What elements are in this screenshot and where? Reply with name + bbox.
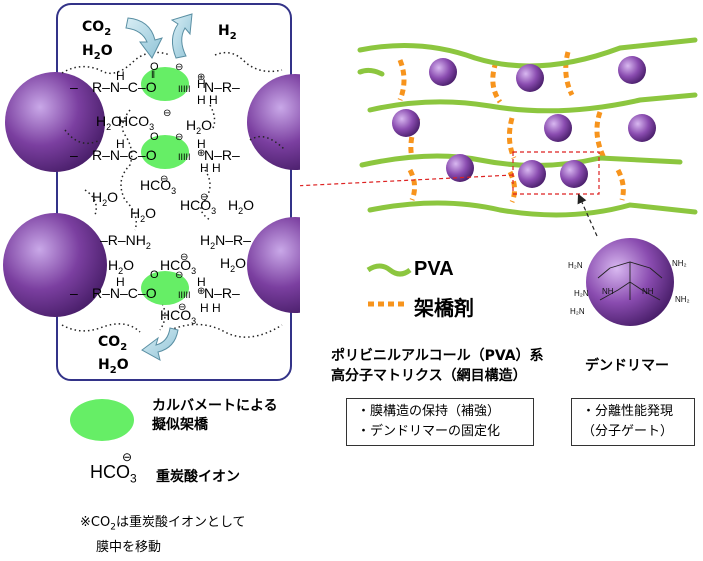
dendrimer-role-box: ・分離性能発現 （分子ゲート） — [571, 398, 695, 446]
svg-text:NH₂: NH₂ — [675, 295, 690, 304]
svg-text:⊖: ⊖ — [163, 108, 171, 119]
svg-text:H₂N: H₂N — [574, 289, 589, 298]
svg-text:⊕: ⊕ — [197, 148, 205, 159]
svg-text:H: H — [116, 69, 125, 83]
svg-text:R–N–C–O: R–N–C–O — [92, 79, 157, 95]
svg-text:⊖: ⊖ — [175, 62, 183, 73]
carbamate-ellipse-2 — [141, 135, 189, 169]
carbamate-ellipse-1 — [141, 67, 189, 101]
svg-text:–: – — [70, 79, 78, 95]
co2-out-label: CO2 — [98, 334, 128, 353]
svg-text:H2O: H2O — [186, 117, 212, 136]
dendrimer-molecule: H₂N NH₂ H₂N NH₂ H₂N NH NH — [568, 238, 690, 326]
co2-inflow-arrow — [125, 17, 163, 59]
svg-text:H2O: H2O — [130, 205, 156, 224]
svg-text:O: O — [150, 61, 159, 73]
carbamate-legend-icon — [70, 399, 134, 441]
svg-text:H H: H H — [200, 301, 221, 315]
svg-text:O: O — [150, 269, 159, 281]
svg-text:N–R–: N–R– — [204, 147, 240, 163]
svg-text:H2O: H2O — [108, 257, 134, 276]
svg-text:H2N–R–: H2N–R– — [200, 232, 251, 251]
svg-text:⊖: ⊖ — [160, 174, 168, 185]
pva-legend-label: PVA — [414, 258, 454, 280]
sphere-right-top — [247, 74, 300, 170]
pva-legend-line — [366, 263, 412, 277]
svg-text:H₂N: H₂N — [570, 307, 585, 316]
svg-text:IIIII: IIIII — [178, 290, 191, 300]
h2-label: H2 — [218, 23, 237, 42]
h2-outflow-arrow — [170, 13, 193, 59]
svg-text:NH: NH — [642, 287, 654, 296]
svg-text:H2O: H2O — [220, 255, 246, 274]
svg-text:–R–NH2: –R–NH2 — [100, 232, 151, 251]
svg-text:H2O: H2O — [96, 113, 122, 132]
svg-text:H2O: H2O — [228, 197, 254, 216]
co2-outflow-arrow — [141, 327, 179, 361]
svg-text:R–N–C–O: R–N–C–O — [92, 147, 157, 163]
svg-text:⊖: ⊖ — [178, 302, 186, 313]
svg-text:HCO3: HCO3 — [118, 113, 154, 132]
svg-text:⊖: ⊖ — [175, 132, 183, 143]
panel-border — [56, 3, 292, 381]
red-pointer-arrow — [300, 174, 514, 187]
bicarbonate-label: 重炭酸イオン — [156, 469, 240, 485]
co2-transport-note: ※CO2は重炭酸イオンとして 膜中を移動 — [80, 515, 246, 555]
highlight-box — [512, 151, 600, 195]
svg-text:H: H — [197, 275, 206, 289]
svg-text:N–R–: N–R– — [204, 79, 240, 95]
matrix-role-box: ・膜構造の保持（補強） ・デンドリマーの固定化 — [346, 398, 534, 446]
svg-text:H2O: H2O — [92, 189, 118, 208]
svg-text:–: – — [70, 285, 78, 301]
dendrimer-pointer-arrow — [577, 193, 598, 237]
carbamate-legend-label: カルバメートによる 擬似架橋 — [152, 398, 278, 433]
svg-text:O: O — [150, 131, 159, 143]
dendrimer-spheres — [392, 56, 656, 188]
svg-text:NH₂: NH₂ — [672, 259, 687, 268]
svg-text:N–R–: N–R– — [204, 285, 240, 301]
svg-text:HCO3: HCO3 — [160, 257, 196, 276]
crosslinker-legend-label: 架橋剤 — [414, 296, 474, 320]
co2-in-label: CO2 — [82, 19, 112, 38]
network-diagram: H₂N NH₂ H₂N NH₂ H₂N NH NH — [300, 37, 698, 326]
sphere-left-top — [5, 72, 105, 172]
carbamate-ellipse-3 — [141, 271, 189, 305]
svg-text:IIIII: IIIII — [178, 152, 191, 162]
h2o-in-label: H2O — [82, 43, 113, 62]
svg-text:HCO3: HCO3 — [160, 307, 196, 326]
svg-text:H₂N: H₂N — [568, 261, 583, 270]
svg-text:H: H — [197, 77, 206, 91]
svg-text:H: H — [116, 137, 125, 151]
svg-text:⊖: ⊖ — [180, 252, 188, 263]
polymer-chains — [61, 51, 286, 338]
matrix-title: ポリビニルアルコール（PVA）系 高分子マトリクス（網目構造） — [331, 348, 544, 384]
svg-text:R–N–C–O: R–N–C–O — [92, 285, 157, 301]
h2o-out-label: H2O — [98, 357, 129, 376]
svg-text:⊖: ⊖ — [200, 192, 208, 203]
svg-text:H: H — [116, 275, 125, 289]
svg-text:⊕: ⊕ — [197, 286, 205, 297]
svg-text:NH: NH — [602, 287, 614, 296]
bicarbonate-formula: ⊖ HCO3 — [90, 450, 137, 486]
svg-text:⊖: ⊖ — [175, 270, 183, 281]
sphere-left-bottom — [3, 213, 107, 317]
minus-charge-icon: ⊖ — [122, 450, 133, 464]
svg-text:IIIII: IIIII — [178, 84, 191, 94]
dendrimer-title: デンドリマー — [585, 358, 669, 374]
svg-text:HCO3: HCO3 — [180, 197, 216, 216]
svg-text:–: – — [70, 147, 78, 163]
svg-text:H H: H H — [197, 93, 218, 107]
svg-text:H: H — [197, 137, 206, 151]
svg-text:⊕: ⊕ — [197, 72, 205, 83]
svg-text:H H: H H — [200, 161, 221, 175]
sphere-right-bottom — [247, 217, 300, 313]
svg-text:HCO3: HCO3 — [140, 177, 176, 196]
svg-text:‖: ‖ — [151, 70, 155, 81]
